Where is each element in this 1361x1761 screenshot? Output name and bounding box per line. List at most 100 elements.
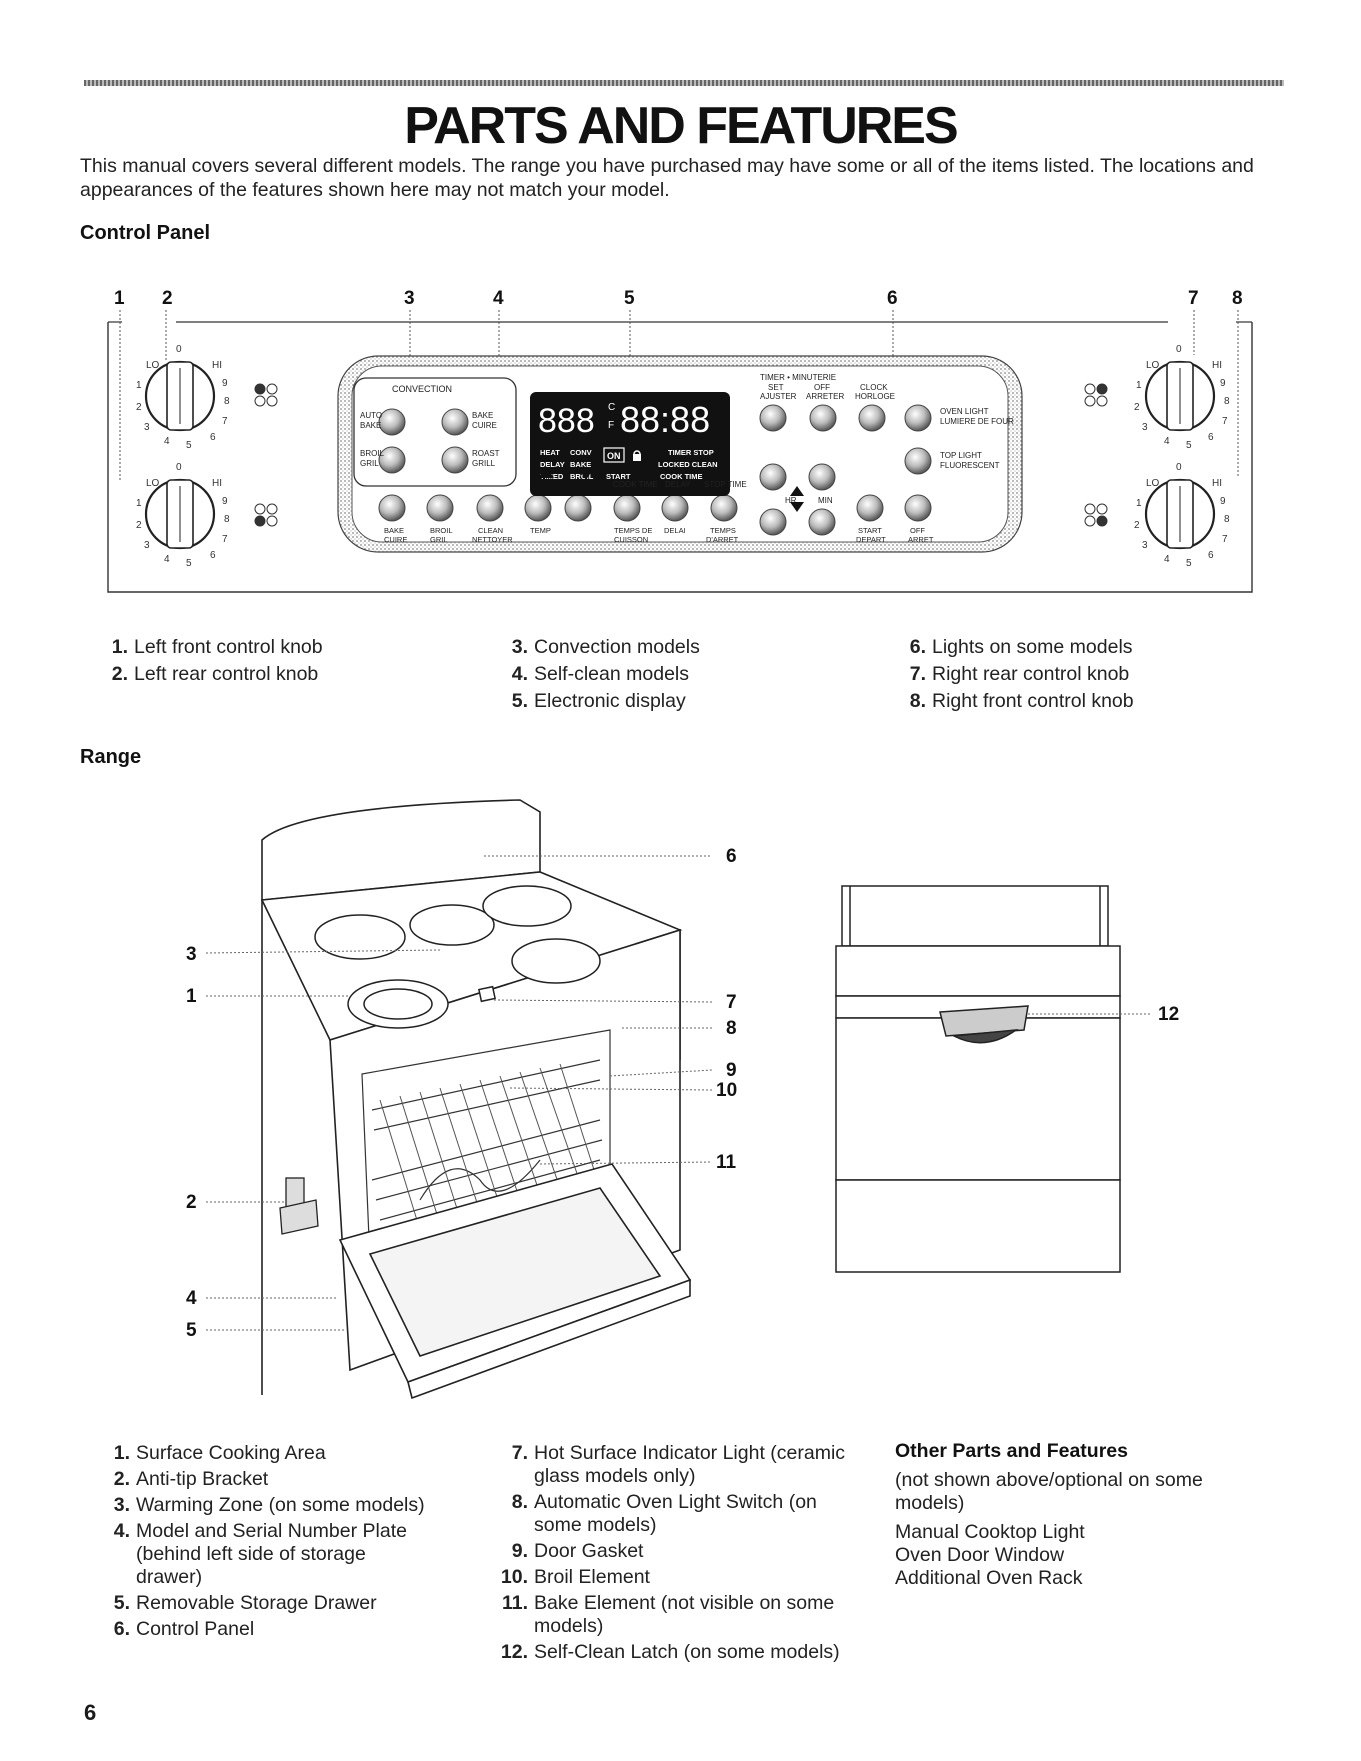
label: Bake Element (not visible on some models… (534, 1592, 835, 1637)
label: 11. (501, 1592, 528, 1614)
intro-paragraph: This manual covers several different mod… (80, 155, 1254, 201)
label: TIMER STOP (668, 448, 714, 457)
label: CLEAN (478, 526, 503, 535)
label: Self-Clean Latch (on some models) (534, 1641, 840, 1663)
knob-mark: 4 (164, 554, 170, 565)
cp-callout-8: 8 (1232, 288, 1243, 309)
label: BROIL (430, 526, 453, 535)
label: 7. (909, 663, 926, 685)
range-callout-1: 1 (186, 986, 197, 1007)
label: D'ARRET (706, 535, 739, 544)
cp-callout-1: 1 (114, 288, 125, 309)
list-item: 2.Anti-tip Bracket (96, 1468, 456, 1491)
label: TEMP (530, 526, 551, 535)
label: MIN (818, 496, 833, 505)
knob-mark: 1 (1136, 498, 1142, 509)
knob-mark: 1 (1136, 380, 1142, 391)
range-callout-11: 11 (716, 1152, 737, 1173)
label: Convection models (534, 636, 700, 658)
list-item: 3.Warming Zone (on some models) (96, 1494, 456, 1517)
knob-mark: 6 (1208, 550, 1214, 561)
label: AUTO (360, 411, 382, 420)
cp-callout-7: 7 (1188, 288, 1199, 309)
cp-callout-6: 6 (887, 288, 898, 309)
range-callout-8: 8 (726, 1018, 737, 1039)
knob-mark: 0 (1176, 344, 1182, 355)
label: COOK TIME (613, 480, 658, 489)
label: 5. (511, 690, 528, 712)
label: FLUORESCENT (940, 461, 1000, 470)
label: DEPART (856, 535, 886, 544)
knob-mark: 7 (1222, 416, 1228, 427)
knob-mark: 8 (1224, 396, 1230, 407)
control-panel-illustration: 0 LO HI 1 2 3 4 5 6 7 8 9 0 LO HI 1 2 3 … (107, 310, 1253, 593)
label: START (858, 526, 882, 535)
knob-mark: 4 (1164, 436, 1170, 447)
list-item: Additional Oven Rack (895, 1567, 1083, 1589)
range-callout-3: 3 (186, 944, 197, 965)
label: COOK TIME (660, 472, 703, 481)
label: Automatic Oven Light Switch (on some mod… (534, 1491, 817, 1536)
list-item: 8.Automatic Oven Light Switch (on some m… (494, 1491, 874, 1537)
label: Right rear control knob (932, 663, 1130, 685)
label: 2. (113, 1468, 130, 1490)
label: TEMPS DE (614, 526, 652, 535)
label: Self-clean models (534, 663, 689, 685)
knob-mark: 9 (1220, 378, 1226, 389)
label: LOCKED CLEAN (658, 460, 718, 469)
page-title: PARTS AND FEATURES (404, 97, 958, 155)
knob-mark: 7 (222, 534, 228, 545)
range-callout-4: 4 (186, 1288, 197, 1309)
label: Control Panel (136, 1618, 255, 1640)
label: 1. (111, 636, 128, 658)
right-rear-knob (1144, 360, 1216, 432)
label: 8. (909, 690, 926, 712)
range-callout-7: 7 (726, 992, 737, 1013)
control-panel-list-col3: 6.Lights on some models 7. Right rear con… (898, 634, 1258, 715)
knob-mark: 8 (224, 396, 230, 407)
label: BAKE (360, 421, 381, 430)
label: TOP LIGHT (940, 451, 982, 460)
label: 3. (511, 636, 528, 658)
list-item: Oven Door Window (895, 1544, 1065, 1566)
label: Warming Zone (on some models) (136, 1494, 425, 1516)
other-parts-heading: Other Parts and Features (895, 1440, 1128, 1462)
label: Door Gasket (534, 1540, 644, 1562)
knob-mark: 1 (136, 498, 142, 509)
knob-mark: 5 (186, 558, 192, 569)
knob-mark: LO (1146, 478, 1160, 489)
range-heading: Range (80, 746, 142, 768)
range-callout-5: 5 (186, 1320, 197, 1341)
range-list-col1: 1.Surface Cooking Area 2.Anti-tip Bracke… (96, 1442, 456, 1644)
knob-mark: 3 (1142, 422, 1148, 433)
knob-mark: 0 (176, 462, 182, 473)
knob-mark: 5 (1186, 558, 1192, 569)
knob-mark: HI (1212, 478, 1222, 489)
list-item: Manual Cooktop Light (895, 1521, 1085, 1543)
list-item: 6.Lights on some models (898, 634, 1258, 661)
label: BROIL (360, 449, 385, 458)
range-callout-10: 10 (716, 1080, 737, 1101)
knob-mark: 3 (144, 422, 150, 433)
list-item: 2.Left rear control knob (100, 661, 440, 688)
label: BAKE (472, 411, 493, 420)
knob-mark: 9 (222, 496, 228, 507)
label: CONV (570, 448, 592, 457)
left-rear-knob (144, 360, 216, 432)
label: SET (768, 383, 784, 392)
label: Removable Storage Drawer (136, 1592, 377, 1614)
label: Model and Serial Number Plate (behind le… (136, 1520, 407, 1588)
list-item: 1.Surface Cooking Area (96, 1442, 456, 1465)
knob-mark: 8 (224, 514, 230, 525)
label: TEMPS (710, 526, 736, 535)
label: HEAT (540, 448, 560, 457)
knob-mark: 2 (136, 402, 142, 413)
knob-mark: 4 (1164, 554, 1170, 565)
label: STOP TIME (704, 480, 747, 489)
label: BAKE (570, 460, 591, 469)
label: 1. (113, 1442, 130, 1464)
list-item: 11. Bake Element (not visible on some mod… (494, 1592, 874, 1638)
knob-mark: 6 (1208, 432, 1214, 443)
knob-mark: 0 (176, 344, 182, 355)
knob-mark: 7 (1222, 534, 1228, 545)
